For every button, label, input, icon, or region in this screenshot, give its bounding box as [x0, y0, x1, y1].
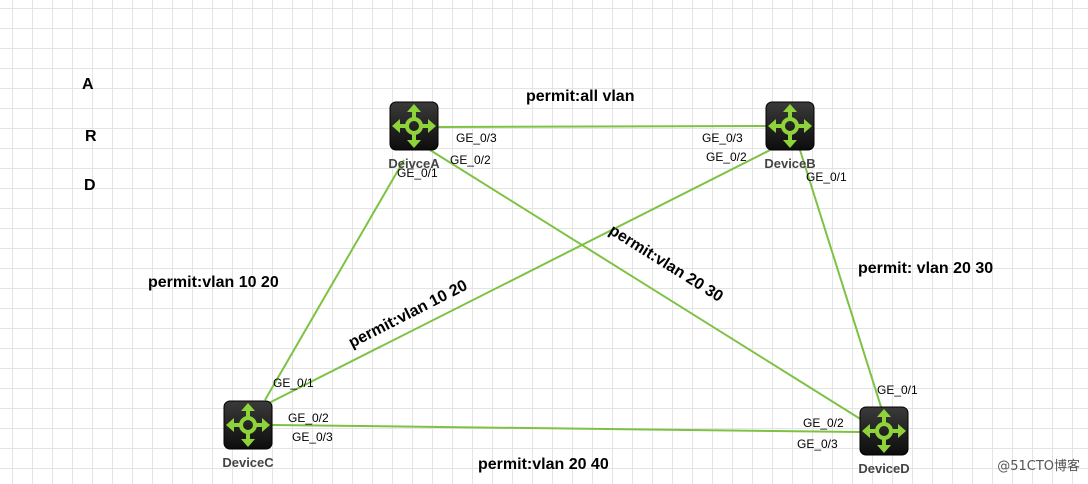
- port-label-d-ge02: GE_0/2: [803, 416, 844, 430]
- link-line: [264, 159, 405, 401]
- link-b-c: [264, 144, 781, 406]
- port-label-b-ge02: GE_0/2: [706, 150, 747, 164]
- switch-icon: [389, 101, 439, 151]
- port-label-c-ge03: GE_0/3: [292, 430, 333, 444]
- link-c-d: [271, 424, 861, 433]
- watermark: @51CTO博客: [997, 459, 1080, 474]
- link-a-c: [264, 159, 405, 401]
- device-name: DeviceD: [858, 461, 909, 476]
- link-line: [264, 144, 781, 406]
- device-b[interactable]: DeviceB: [764, 101, 816, 171]
- device-a[interactable]: DeivceA: [388, 101, 440, 171]
- link-label-b-d: permit: vlan 20 30: [858, 260, 993, 277]
- port-label-c-ge01: GE_0/1: [273, 376, 314, 390]
- device-d[interactable]: DeviceD: [858, 406, 910, 476]
- device-name: DeivceA: [388, 156, 440, 171]
- device-name: DeviceB: [764, 156, 815, 171]
- link-line: [799, 149, 883, 411]
- link-label-a-b: permit:all vlan: [526, 88, 634, 105]
- link-label-c-d: permit:vlan 20 40: [478, 456, 609, 473]
- link-label-a-d: permit:vlan 20 30: [606, 222, 726, 306]
- link-b-d: [799, 149, 883, 411]
- link-line: [271, 424, 861, 433]
- link-label-b-c: permit:vlan 10 20: [346, 277, 470, 352]
- link-a-b: [437, 125, 767, 128]
- switch-icon: [859, 406, 909, 456]
- switch-icon: [223, 400, 273, 450]
- port-label-a-ge01: GE_0/1: [397, 166, 438, 180]
- port-label-d-ge01: GE_0/1: [877, 383, 918, 397]
- port-label-c-ge02: GE_0/2: [288, 411, 329, 425]
- link-line: [429, 149, 871, 426]
- link-label-a-c: permit:vlan 10 20: [148, 274, 279, 291]
- port-label-a-ge03: GE_0/3: [456, 131, 497, 145]
- legend-letter-a: A: [82, 76, 94, 93]
- port-label-b-ge03: GE_0/3: [702, 131, 743, 145]
- legend-letter-r: R: [85, 128, 97, 145]
- port-label-d-ge03: GE_0/3: [797, 437, 838, 451]
- switch-icon: [765, 101, 815, 151]
- device-name: DeviceC: [222, 455, 274, 470]
- device-c[interactable]: DeviceC: [222, 400, 274, 470]
- link-line: [437, 125, 767, 128]
- legend-letter-d: D: [84, 177, 96, 194]
- port-label-b-ge01: GE_0/1: [806, 170, 847, 184]
- port-label-a-ge02: GE_0/2: [450, 153, 491, 167]
- link-a-d: [429, 149, 871, 426]
